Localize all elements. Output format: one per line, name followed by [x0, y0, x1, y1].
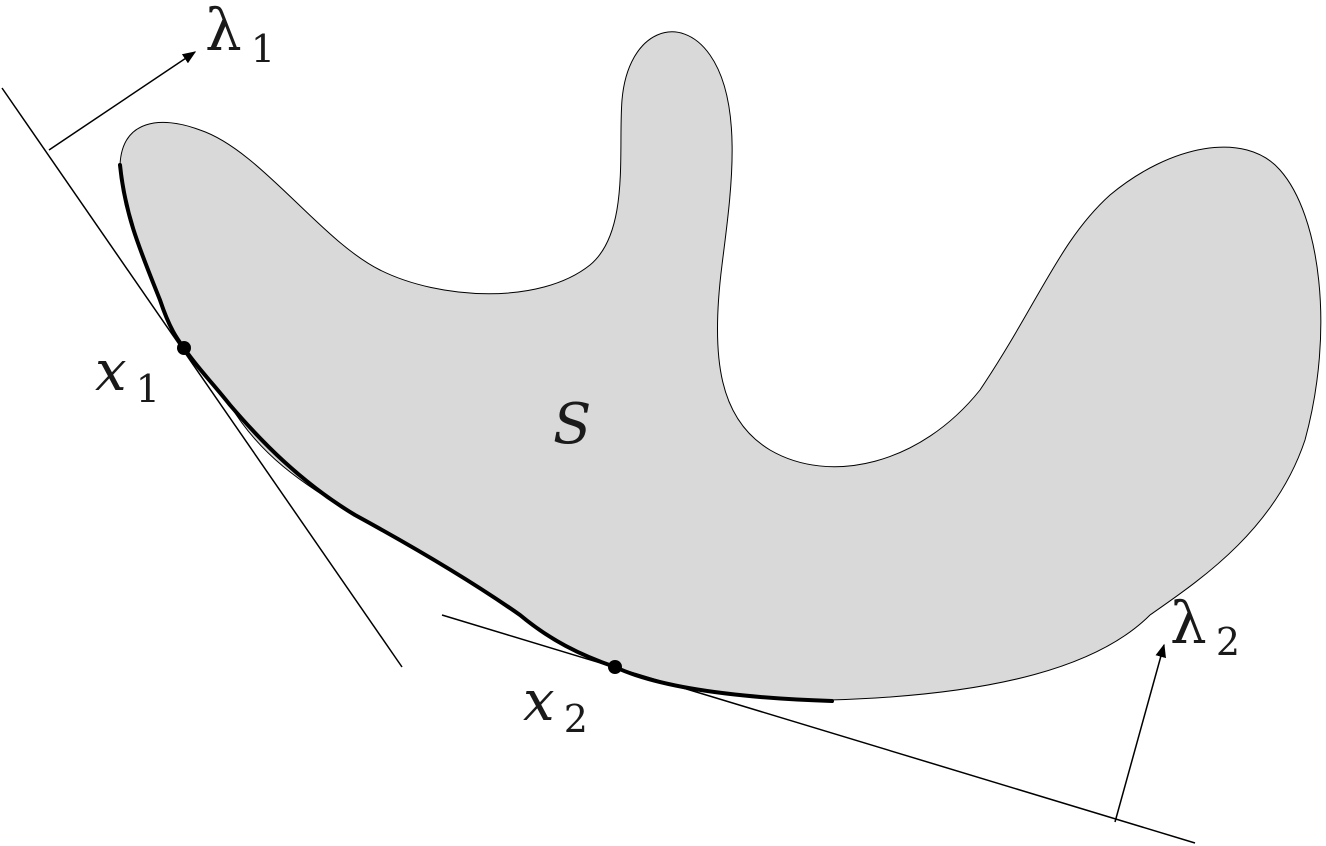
supporting-line-2 [441, 614, 1196, 844]
normal-lambda1-label: λ 1 [205, 0, 275, 71]
region-label: S [553, 392, 591, 457]
point-x2-dot [608, 660, 622, 674]
point-x1-label: x 1 [95, 339, 160, 411]
point-x2-label: x 2 [523, 669, 588, 741]
point-x1-dot [177, 341, 191, 355]
normal-lambda2-label: λ 2 [1170, 589, 1240, 664]
supporting-line-1 [1, 87, 403, 668]
region-s-shape [119, 31, 1322, 701]
normal-arrow-1 [48, 51, 197, 151]
normal-arrow-2 [1114, 643, 1166, 823]
